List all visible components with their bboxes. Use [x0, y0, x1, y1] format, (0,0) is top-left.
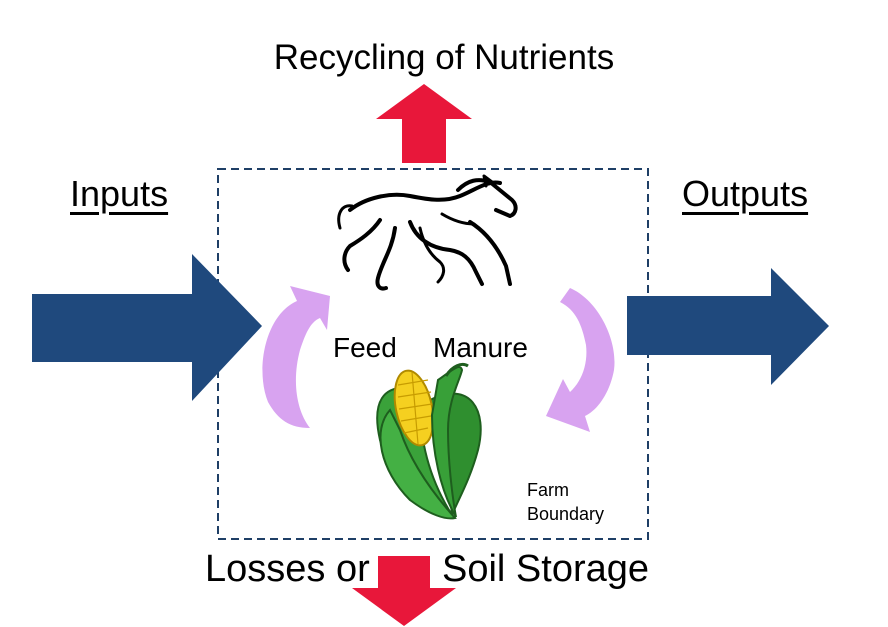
inputs-arrow	[32, 254, 262, 401]
recycling-arrow	[376, 84, 472, 163]
soil-storage-label: Soil Storage	[442, 548, 650, 590]
manure-cycle-arrow	[546, 288, 615, 432]
losses-label: Losses or	[205, 548, 370, 590]
losses-arrow	[352, 556, 456, 626]
horse-icon	[337, 174, 518, 291]
farm-boundary-label-line2: Boundary	[527, 504, 605, 525]
outputs-arrow	[627, 268, 829, 385]
manure-label: Manure	[433, 332, 528, 363]
feed-label: Feed	[333, 332, 397, 363]
feed-cycle-arrow	[262, 286, 330, 428]
farm-boundary-label-line1: Farm	[527, 480, 569, 500]
farm-boundary-label: Farm Boundary	[527, 478, 604, 527]
inputs-label: Inputs	[70, 173, 169, 214]
outputs-label: Outputs	[682, 173, 809, 214]
recycling-label: Recycling of Nutrients	[273, 38, 615, 77]
corn-icon	[376, 362, 482, 520]
